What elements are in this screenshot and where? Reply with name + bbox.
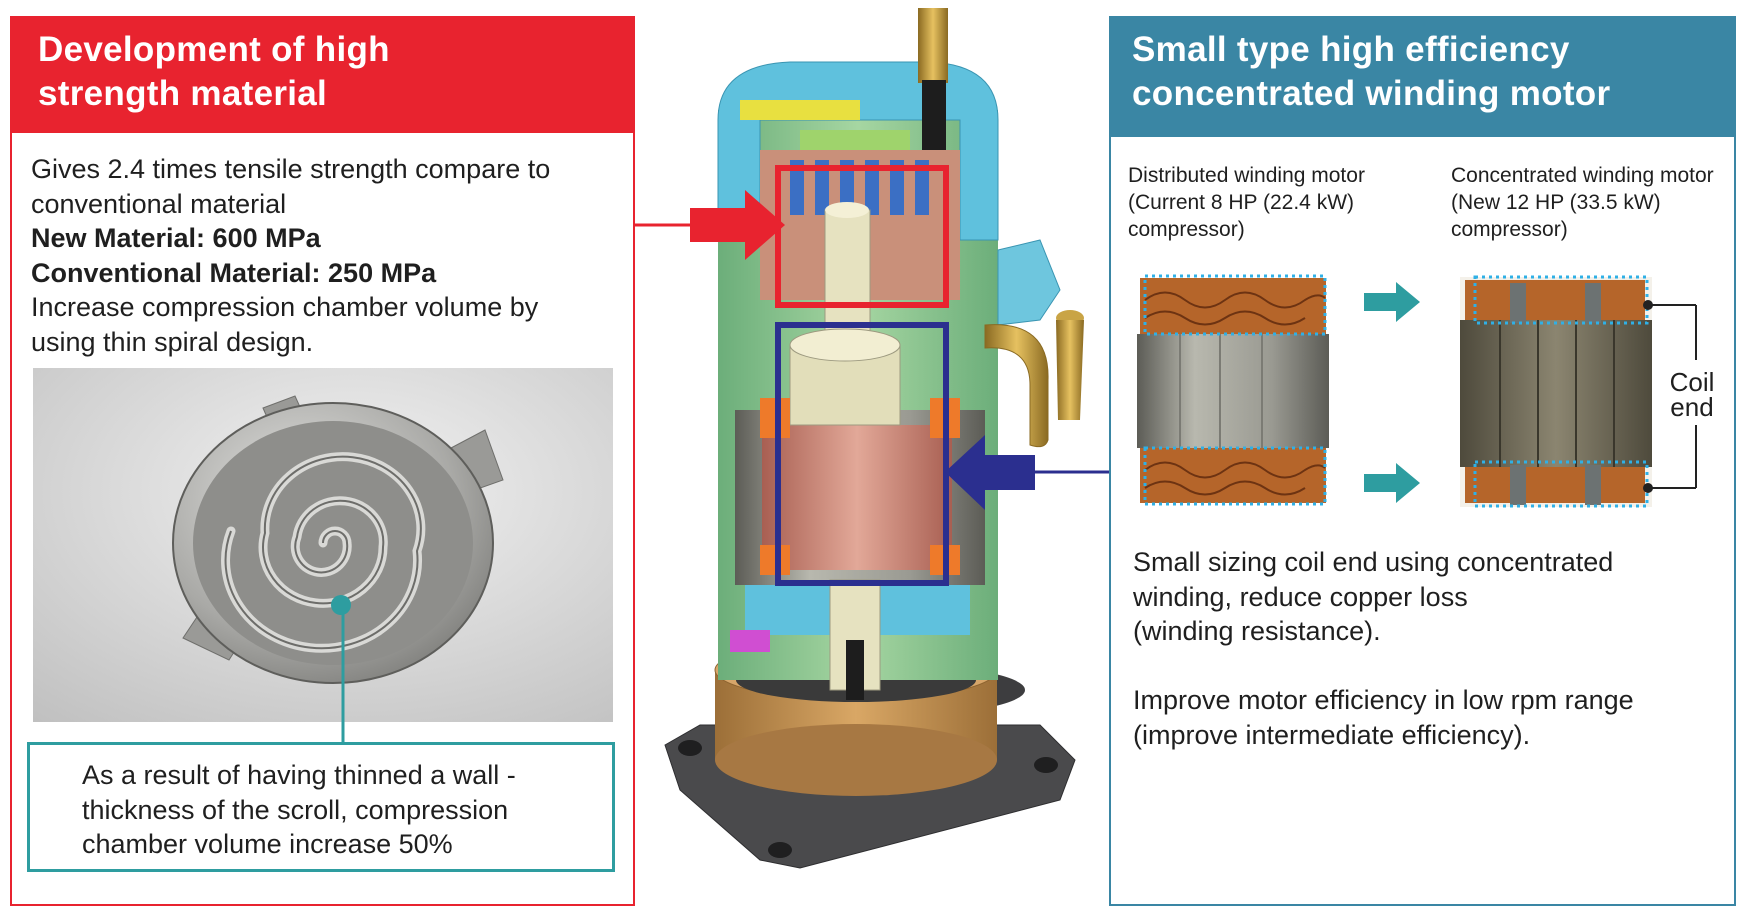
desc-line: (improve intermediate efficiency). [1133, 719, 1531, 750]
desc-line: conventional material [31, 188, 287, 219]
scroll-callout-box [27, 742, 615, 872]
callout-line: thickness of the scroll, compression [82, 794, 509, 825]
label-line: compressor) [1451, 218, 1568, 241]
red-pointer-arrow [690, 190, 785, 260]
concentrated-motor-label: Concentrated winding motor (New 12 HP (3… [1451, 162, 1736, 243]
material-description: Gives 2.4 times tensile strength compare… [31, 152, 621, 359]
callout-line: As a result of having thinned a wall - [82, 760, 516, 790]
right-panel-title: Small type high efficiency concentrated … [1132, 28, 1722, 116]
right-title-line: concentrated winding motor [1132, 74, 1611, 113]
desc-line: using thin spiral design. [31, 326, 314, 357]
distributed-motor-label: Distributed winding motor (Current 8 HP … [1128, 162, 1408, 243]
desc-line: Increase compression chamber volume by [31, 292, 539, 322]
label-line: (Current 8 HP (22.4 kW) [1128, 191, 1355, 214]
left-title-line: Development of high [38, 30, 390, 69]
scroll-highlight-box [775, 165, 949, 308]
label-line: end [1670, 392, 1714, 422]
left-panel-header [10, 16, 635, 133]
label-line: Concentrated winding motor [1451, 164, 1714, 187]
desc-line: Gives 2.4 times tensile strength compare… [31, 154, 551, 184]
label-line: Coil [1669, 367, 1715, 397]
desc-line: Improve motor efficiency in low rpm rang… [1133, 685, 1634, 715]
efficiency-description: Improve motor efficiency in low rpm rang… [1133, 683, 1723, 752]
callout-pointer-dot [331, 595, 351, 615]
left-panel-title: Development of high strength material [38, 28, 598, 116]
desc-line: winding, reduce copper loss [1133, 581, 1468, 612]
scroll-callout-text: As a result of having thinned a wall - t… [82, 758, 602, 862]
right-panel [1109, 16, 1736, 906]
label-line: (New 12 HP (33.5 kW) [1451, 191, 1661, 214]
callout-line: chamber volume increase 50% [82, 829, 453, 859]
scroll-photo [33, 368, 613, 722]
coil-end-label: Coil end [1662, 367, 1722, 422]
motor-highlight-box [775, 322, 949, 586]
desc-line: Small sizing coil end using concentrated [1133, 547, 1614, 577]
navy-pointer-arrow [945, 435, 1035, 510]
right-title-line: Small type high efficiency [1132, 30, 1570, 69]
label-line: Distributed winding motor [1128, 164, 1365, 187]
new-material-value: New Material: 600 MPa [31, 223, 321, 253]
label-line: compressor) [1128, 218, 1245, 241]
desc-line: (winding resistance). [1133, 616, 1381, 646]
coil-end-description: Small sizing coil end using concentrated… [1133, 545, 1723, 649]
right-panel-header [1109, 16, 1736, 137]
left-title-line: strength material [38, 74, 328, 113]
conventional-material-value: Conventional Material: 250 MPa [31, 257, 437, 288]
